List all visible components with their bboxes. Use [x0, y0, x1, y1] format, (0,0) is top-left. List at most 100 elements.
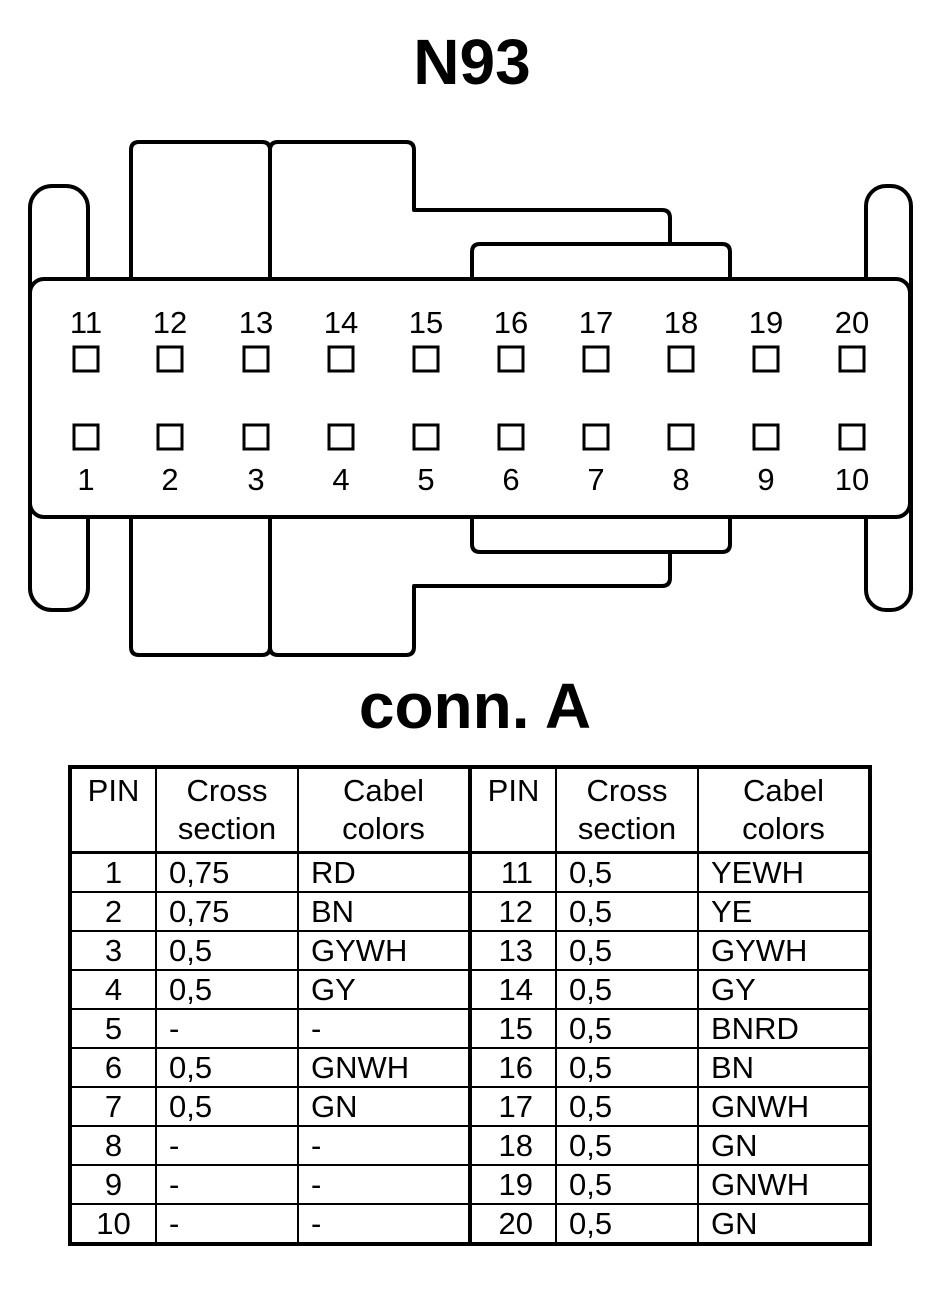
header-pin: PIN [69, 766, 157, 854]
pin-number-bottom: 5 [417, 462, 434, 497]
cell-cross-section: - [155, 1203, 299, 1245]
header-pin: PIN [469, 766, 557, 854]
cell-cross-section: 0,5 [155, 969, 299, 1010]
cell-pin: 1 [69, 851, 157, 893]
cell-cable-color: BN [297, 891, 472, 932]
pin-socket-top [242, 345, 270, 373]
pin-socket-top [752, 345, 780, 373]
pin-number-top: 16 [494, 305, 528, 340]
cell-cross-section: 0,5 [555, 891, 699, 932]
cell-cross-section: 0,5 [155, 1047, 299, 1088]
pin-number-top: 18 [664, 305, 698, 340]
pin-number-bottom: 6 [502, 462, 519, 497]
cell-pin: 18 [469, 1125, 557, 1166]
pin-number-bottom: 4 [332, 462, 349, 497]
cell-cross-section: 0,75 [155, 851, 299, 893]
cell-cable-color: GNWH [697, 1164, 871, 1205]
cell-cross-section: - [155, 1008, 299, 1049]
cell-pin: 12 [469, 891, 557, 932]
pin-socket-bottom [667, 423, 695, 451]
cell-cable-color: - [297, 1203, 472, 1245]
pin-socket-bottom [327, 423, 355, 451]
pin-number-top: 15 [409, 305, 443, 340]
pin-number-top: 20 [835, 305, 869, 340]
cell-pin: 9 [69, 1164, 157, 1205]
diagram-title: N93 [413, 26, 531, 98]
cell-pin: 5 [69, 1008, 157, 1049]
cell-cross-section: 0,75 [155, 891, 299, 932]
pin-socket-bottom [72, 423, 100, 451]
pin-socket-top [838, 345, 866, 373]
pin-socket-top [156, 345, 184, 373]
cell-pin: 20 [469, 1203, 557, 1245]
connector-body [28, 277, 912, 519]
upper-block-left [129, 140, 272, 290]
pin-number-bottom: 2 [161, 462, 178, 497]
cell-cable-color: YE [697, 891, 871, 932]
pin-number-top: 11 [70, 305, 102, 340]
cell-cross-section: 0,5 [555, 969, 699, 1010]
cell-pin: 7 [69, 1086, 157, 1127]
cell-pin: 13 [469, 930, 557, 971]
pin-socket-bottom [242, 423, 270, 451]
pin-socket-top [497, 345, 525, 373]
cell-cable-color: GY [297, 969, 472, 1010]
cell-cross-section: 0,5 [155, 930, 299, 971]
pin-socket-bottom [497, 423, 525, 451]
cell-cross-section: - [155, 1125, 299, 1166]
cell-cross-section: 0,5 [555, 1086, 699, 1127]
pin-number-top: 12 [153, 305, 187, 340]
lower-block-left [129, 505, 272, 657]
cell-cross-section: 0,5 [555, 1008, 699, 1049]
pin-socket-bottom [838, 423, 866, 451]
cell-pin: 19 [469, 1164, 557, 1205]
cell-pin: 16 [469, 1047, 557, 1088]
cell-cable-color: BNRD [697, 1008, 871, 1049]
table-header-row: PIN Cross section Cabel colors PIN Cross… [69, 766, 871, 854]
cell-cable-color: GN [697, 1203, 871, 1245]
cell-cable-color: YEWH [697, 851, 871, 893]
header-cable-colors: Cabel colors [297, 766, 472, 854]
header-cross-section: Cross section [155, 766, 299, 854]
cell-pin: 17 [469, 1086, 557, 1127]
header-cable-colors: Cabel colors [697, 766, 871, 854]
pin-number-top: 13 [239, 305, 273, 340]
cell-cross-section: 0,5 [555, 851, 699, 893]
pin-socket-top [72, 345, 100, 373]
pin-socket-top [412, 345, 440, 373]
cell-pin: 4 [69, 969, 157, 1010]
pin-socket-bottom [156, 423, 184, 451]
cell-cable-color: - [297, 1164, 472, 1205]
pin-table: PIN Cross section Cabel colors PIN Cross… [68, 765, 872, 1246]
cell-cross-section: 0,5 [555, 1203, 699, 1245]
cell-pin: 15 [469, 1008, 557, 1049]
cell-cable-color: GY [697, 969, 871, 1010]
cell-cable-color: GNWH [297, 1047, 472, 1088]
connector-label: conn. A [358, 670, 592, 742]
pin-number-bottom: 9 [757, 462, 774, 497]
cell-pin: 3 [69, 930, 157, 971]
cell-cable-color: - [297, 1008, 472, 1049]
cell-cable-color: GYWH [297, 930, 472, 971]
pin-number-bottom: 10 [835, 462, 869, 497]
header-cross-section: Cross section [555, 766, 699, 854]
cell-pin: 10 [69, 1203, 157, 1245]
pin-socket-bottom [412, 423, 440, 451]
cell-pin: 8 [69, 1125, 157, 1166]
cell-cable-color: - [297, 1125, 472, 1166]
cell-pin: 14 [469, 969, 557, 1010]
cell-cross-section: 0,5 [155, 1086, 299, 1127]
pin-socket-top [667, 345, 695, 373]
pin-socket-bottom [582, 423, 610, 451]
pin-socket-top [582, 345, 610, 373]
cell-cable-color: GYWH [697, 930, 871, 971]
cell-pin: 6 [69, 1047, 157, 1088]
